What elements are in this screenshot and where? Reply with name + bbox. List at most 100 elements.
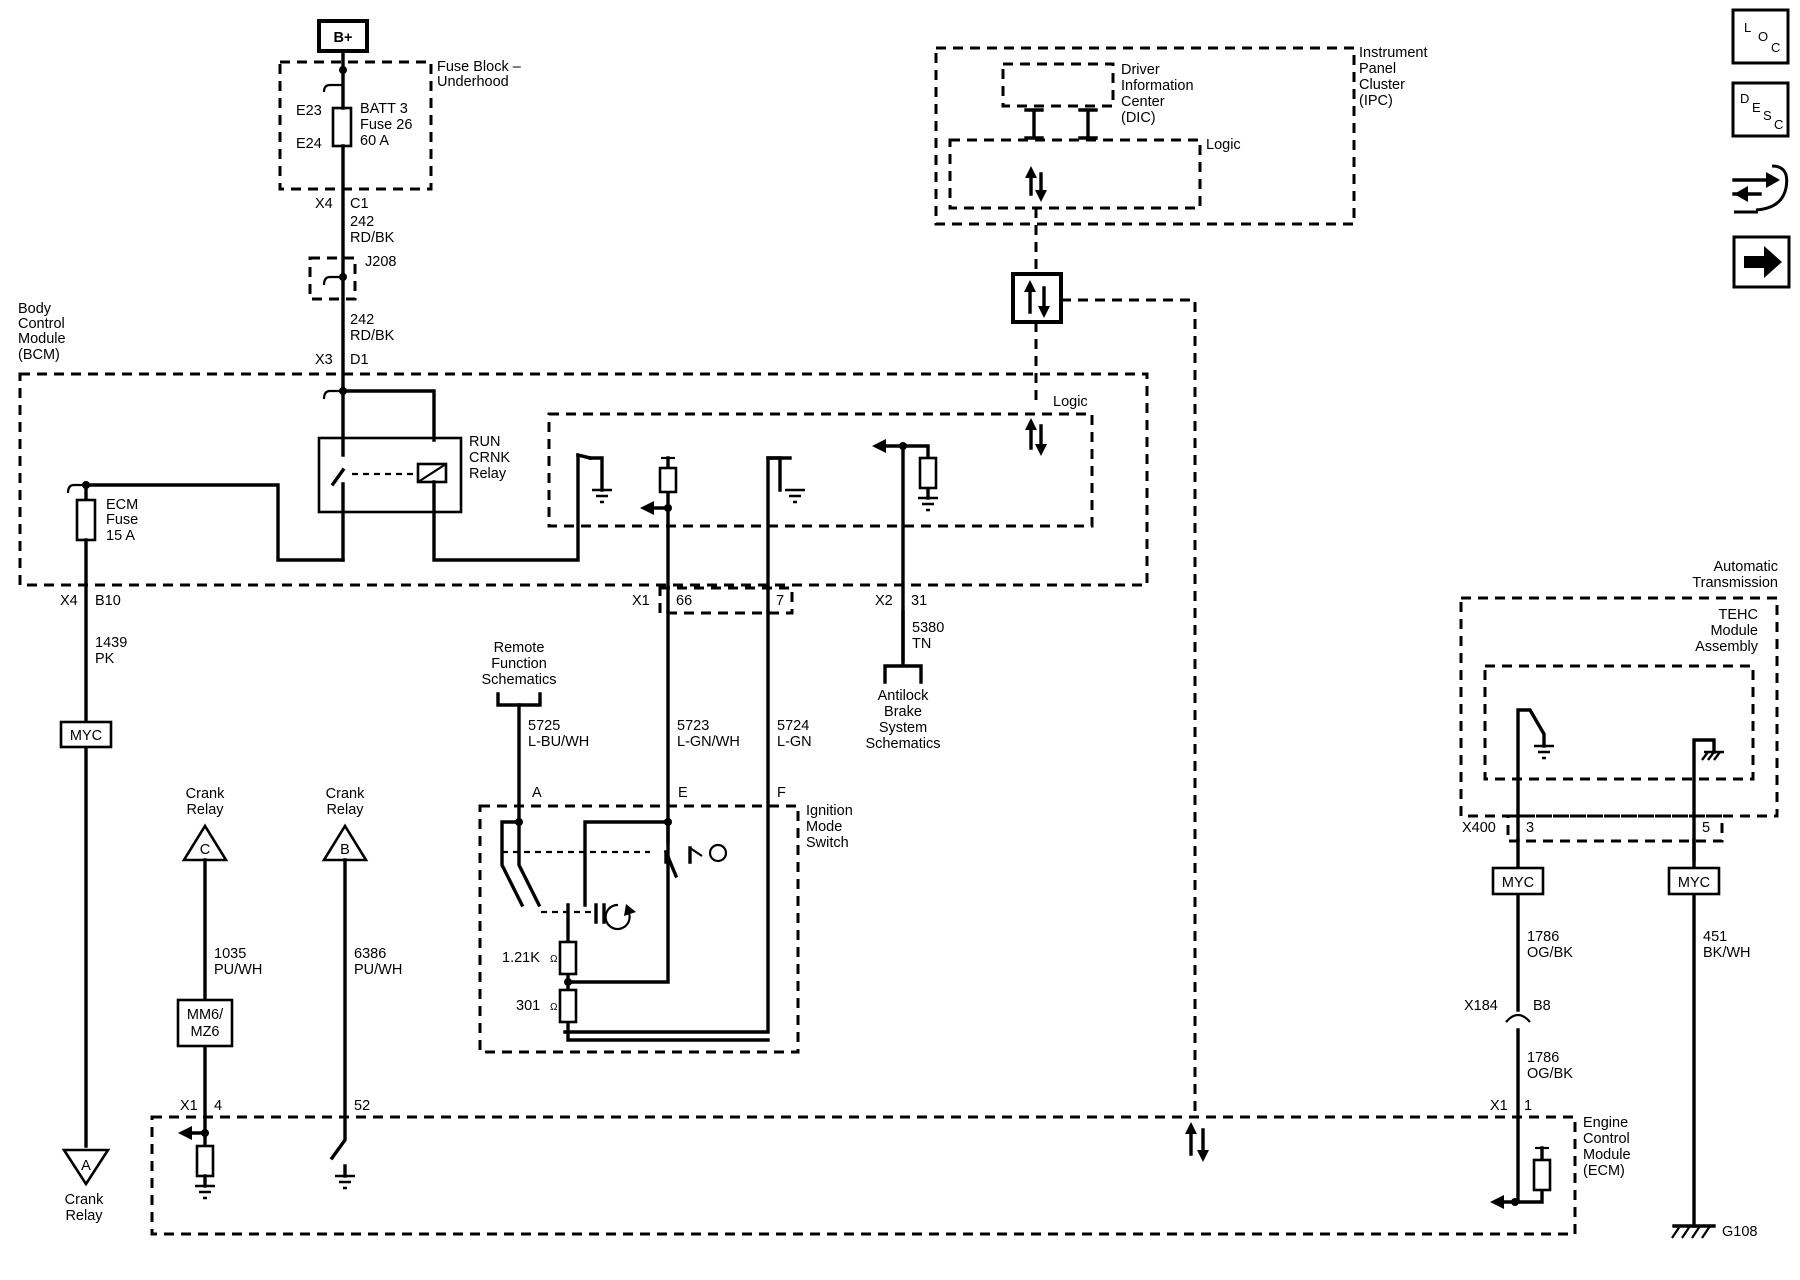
wire-color-rdbk-label: RD/BK	[350, 230, 395, 246]
remote-function-schematics-ref: Remote Function Schematics	[482, 640, 557, 707]
next-page-arrow-icon[interactable]	[1732, 235, 1791, 289]
fuse-batt3-label: BATT 3	[360, 101, 408, 117]
fuse-terminal-e24: E24	[296, 136, 322, 152]
location-icon[interactable]: L O C	[1731, 8, 1790, 65]
svg-text:Ignition: Ignition	[806, 803, 853, 819]
connector-x4-label: X4	[315, 196, 333, 212]
wire-color-puwh-label: PU/WH	[214, 962, 262, 978]
svg-text:G108: G108	[1722, 1224, 1757, 1240]
svg-text:Switch: Switch	[806, 835, 849, 851]
svg-text:B: B	[340, 842, 350, 858]
pin-c1-label: C1	[350, 196, 369, 212]
bcm-logic-block: Logic	[547, 394, 1094, 662]
relay-label: Relay	[469, 466, 507, 482]
connector-x1-ecm-left: X1	[180, 1098, 198, 1114]
crank-relay-a-connector: A Crank Relay	[61, 1148, 111, 1224]
svg-text:Control: Control	[1583, 1131, 1630, 1147]
svg-text:Brake: Brake	[884, 704, 922, 720]
svg-text:C: C	[1771, 40, 1780, 55]
splice-j208-box	[308, 256, 357, 301]
svg-text:5723: 5723	[677, 718, 709, 734]
relay-run-label: RUN	[469, 434, 500, 450]
fuse-26-label: Fuse 26	[360, 117, 412, 133]
automatic-transmission-tehc: Automatic Transmission TEHC Module Assem…	[1459, 559, 1779, 862]
description-icon[interactable]: D E S C	[1731, 81, 1790, 138]
ecm-fuse-label-1: ECM	[106, 497, 138, 513]
myc-option-box-1: MYC	[59, 720, 113, 749]
b-plus-label: B+	[334, 30, 353, 46]
svg-text:OG/BK: OG/BK	[1527, 945, 1573, 961]
wire-color-rdbk-label-2: RD/BK	[350, 328, 395, 344]
svg-text:MYC: MYC	[1502, 875, 1534, 891]
crank-relay-b-connector: Crank Relay B	[321, 786, 369, 862]
svg-text:Crank: Crank	[186, 786, 225, 802]
connector-x4-b10-label: X4	[60, 593, 78, 609]
svg-text:A: A	[532, 785, 542, 801]
pin-52-label: 52	[354, 1098, 370, 1114]
ground-g108: G108	[1671, 1224, 1757, 1240]
ipc-title-1: Instrument	[1359, 45, 1428, 61]
svg-text:E: E	[678, 785, 688, 801]
myc-option-box-2: MYC	[1491, 866, 1545, 896]
svg-text:MYC: MYC	[70, 728, 102, 744]
svg-text:Module: Module	[1710, 623, 1758, 639]
ecm-fuse-15a: ECM Fuse 15 A	[66, 481, 345, 562]
svg-text:C: C	[1774, 117, 1783, 132]
bcm-title-4: (BCM)	[18, 347, 60, 363]
connector-x400-box	[1506, 814, 1724, 843]
inline-connector-x184	[1505, 1013, 1531, 1023]
svg-text:1786: 1786	[1527, 929, 1559, 945]
bcm-title-3: Module	[18, 331, 66, 347]
svg-text:OG/BK: OG/BK	[1527, 1066, 1573, 1082]
connector-x3-label: X3	[315, 352, 333, 368]
repair-info-icon[interactable]	[1732, 164, 1789, 214]
svg-text:L-GN/WH: L-GN/WH	[677, 734, 740, 750]
dic-label-2: Information	[1121, 78, 1194, 94]
svg-text:Relay: Relay	[326, 802, 364, 818]
pin-b10-label: B10	[95, 593, 121, 609]
svg-text:D: D	[1740, 91, 1749, 106]
svg-text:Antilock: Antilock	[878, 688, 930, 704]
svg-text:(ECM): (ECM)	[1583, 1163, 1625, 1179]
svg-text:5725: 5725	[528, 718, 560, 734]
crank-relay-c-connector: Crank Relay C	[181, 786, 229, 862]
svg-text:1786: 1786	[1527, 1050, 1559, 1066]
svg-text:TEHC: TEHC	[1719, 607, 1758, 623]
ignition-mode-switch: Ignition Mode Switch A E F 1.21K Ω 301 Ω	[478, 785, 853, 1054]
svg-text:Remote: Remote	[494, 640, 545, 656]
inline-x184-label: X184	[1464, 998, 1498, 1014]
instrument-panel-cluster: Instrument Panel Cluster (IPC) Driver In…	[934, 45, 1428, 226]
svg-text:Module: Module	[1583, 1147, 1631, 1163]
engine-control-module: Engine Control Module (ECM)	[150, 1115, 1631, 1236]
ecm-fuse-label-3: 15 A	[106, 528, 135, 544]
svg-text:S: S	[1763, 108, 1772, 123]
connector-x2-label: X2	[875, 593, 893, 609]
dic-label-4: (DIC)	[1121, 110, 1156, 126]
fuse-26-symbol	[331, 106, 353, 148]
fuse-terminal-e23: E23	[296, 103, 322, 119]
svg-text:Relay: Relay	[186, 802, 224, 818]
svg-text:3: 3	[1526, 820, 1534, 836]
svg-text:Schematics: Schematics	[482, 672, 557, 688]
pin-66-label: 66	[676, 593, 692, 609]
pin-7-label: 7	[776, 593, 784, 609]
connector-x1-ecm-right: X1	[1490, 1098, 1508, 1114]
connector-x1-label: X1	[632, 593, 650, 609]
svg-text:Function: Function	[491, 656, 547, 672]
svg-text:Transmission: Transmission	[1692, 575, 1778, 591]
svg-text:BK/WH: BK/WH	[1703, 945, 1751, 961]
svg-text:Assembly: Assembly	[1695, 639, 1759, 655]
dic-label-1: Driver	[1121, 62, 1160, 78]
svg-text:451: 451	[1703, 929, 1727, 945]
svg-text:Automatic: Automatic	[1714, 559, 1778, 575]
svg-text:301: 301	[516, 998, 540, 1014]
circuit-6386-label: 6386	[354, 946, 386, 962]
relay-crnk-label: CRNK	[469, 450, 510, 466]
ecm-fuse-label-2: Fuse	[106, 512, 138, 528]
battery-positive-supply: B+	[317, 19, 369, 53]
pin-31-label: 31	[911, 593, 927, 609]
svg-text:5380: 5380	[912, 620, 944, 636]
inline-b8-label: B8	[1533, 998, 1551, 1014]
svg-text:O: O	[1758, 29, 1768, 44]
